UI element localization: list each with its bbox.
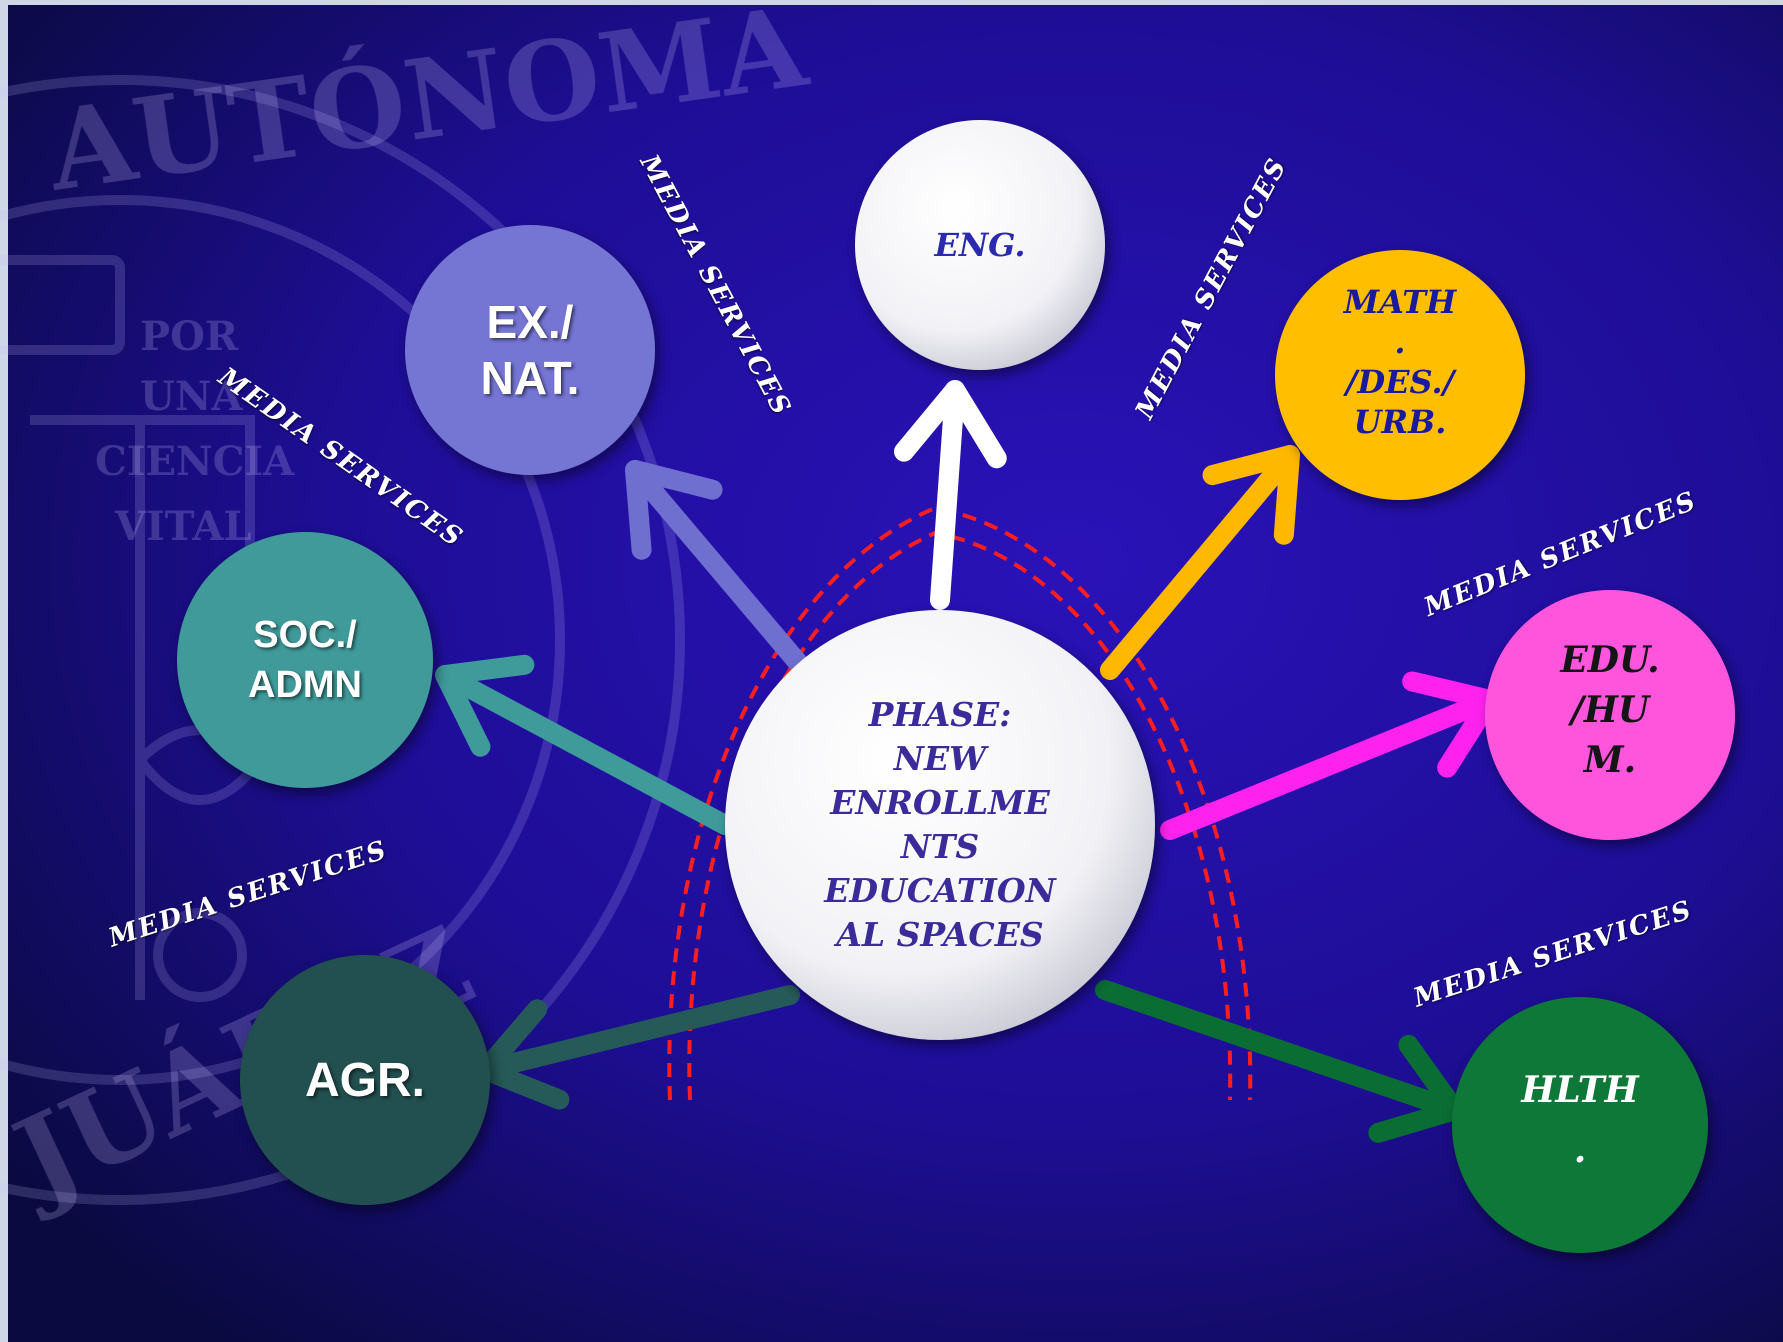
arrow-math-shaft [1100, 445, 1300, 680]
nodes [177, 120, 1735, 1253]
arrow-agr-shaft [475, 985, 800, 1080]
media-label-top-left: MEDIA SERVICES [633, 150, 797, 422]
top-border [0, 0, 1783, 5]
arrow-math-head [1202, 445, 1300, 545]
node-hlth-circle [1452, 997, 1708, 1253]
node-soc-circle [177, 532, 433, 788]
seal-word-6: VITAL [114, 503, 251, 550]
arrow-edu-shaft [1160, 690, 1500, 840]
seal-word-3: POR [140, 313, 239, 360]
arrow-eng-shaft [930, 380, 965, 610]
arrow-soc-head [435, 654, 535, 757]
seal-word-5: CIENCIA [95, 438, 295, 485]
node-agr-label: AGR. [305, 1053, 425, 1107]
seal-word-4: UNA [140, 373, 243, 420]
node-math-label: MATH . /DES./ URB. [1343, 283, 1457, 441]
node-eng-circle [855, 120, 1105, 370]
media-label-top-right: MEDIA SERVICES [1130, 152, 1294, 425]
arrow-hlth-shaft [1095, 980, 1465, 1120]
media-label-bottom-right: MEDIA SERVICES [1410, 894, 1697, 1014]
arrow-ex-head [625, 460, 723, 560]
arrow-ex-shaft [625, 460, 810, 675]
center-circle [725, 610, 1155, 1040]
node-math-circle [1275, 250, 1525, 500]
node-edu-circle [1485, 590, 1735, 840]
center-label: PHASE: NEW ENROLLME NTS EDUCATION AL SPA… [824, 695, 1056, 954]
arrow-soc-shaft [435, 665, 735, 835]
node-ex-circle [405, 225, 655, 475]
left-border [0, 0, 8, 1342]
node-edu-label: EDU. /HU M. [1560, 639, 1660, 781]
media-label-right: MEDIA SERVICES [1420, 485, 1702, 623]
node-ex-label: EX./ NAT. [480, 296, 580, 404]
seal-watermark [0, 75, 685, 1205]
arrows [435, 380, 1500, 1143]
arrow-eng-head [893, 380, 1007, 469]
node-eng-label: ENG. [934, 226, 1026, 264]
node-hlth-label: HLTH . [1521, 1069, 1639, 1171]
node-soc-label: SOC./ ADMN [248, 614, 362, 706]
node-agr-circle [240, 955, 490, 1205]
media-label-bottom-left: MEDIA SERVICES [105, 834, 392, 954]
